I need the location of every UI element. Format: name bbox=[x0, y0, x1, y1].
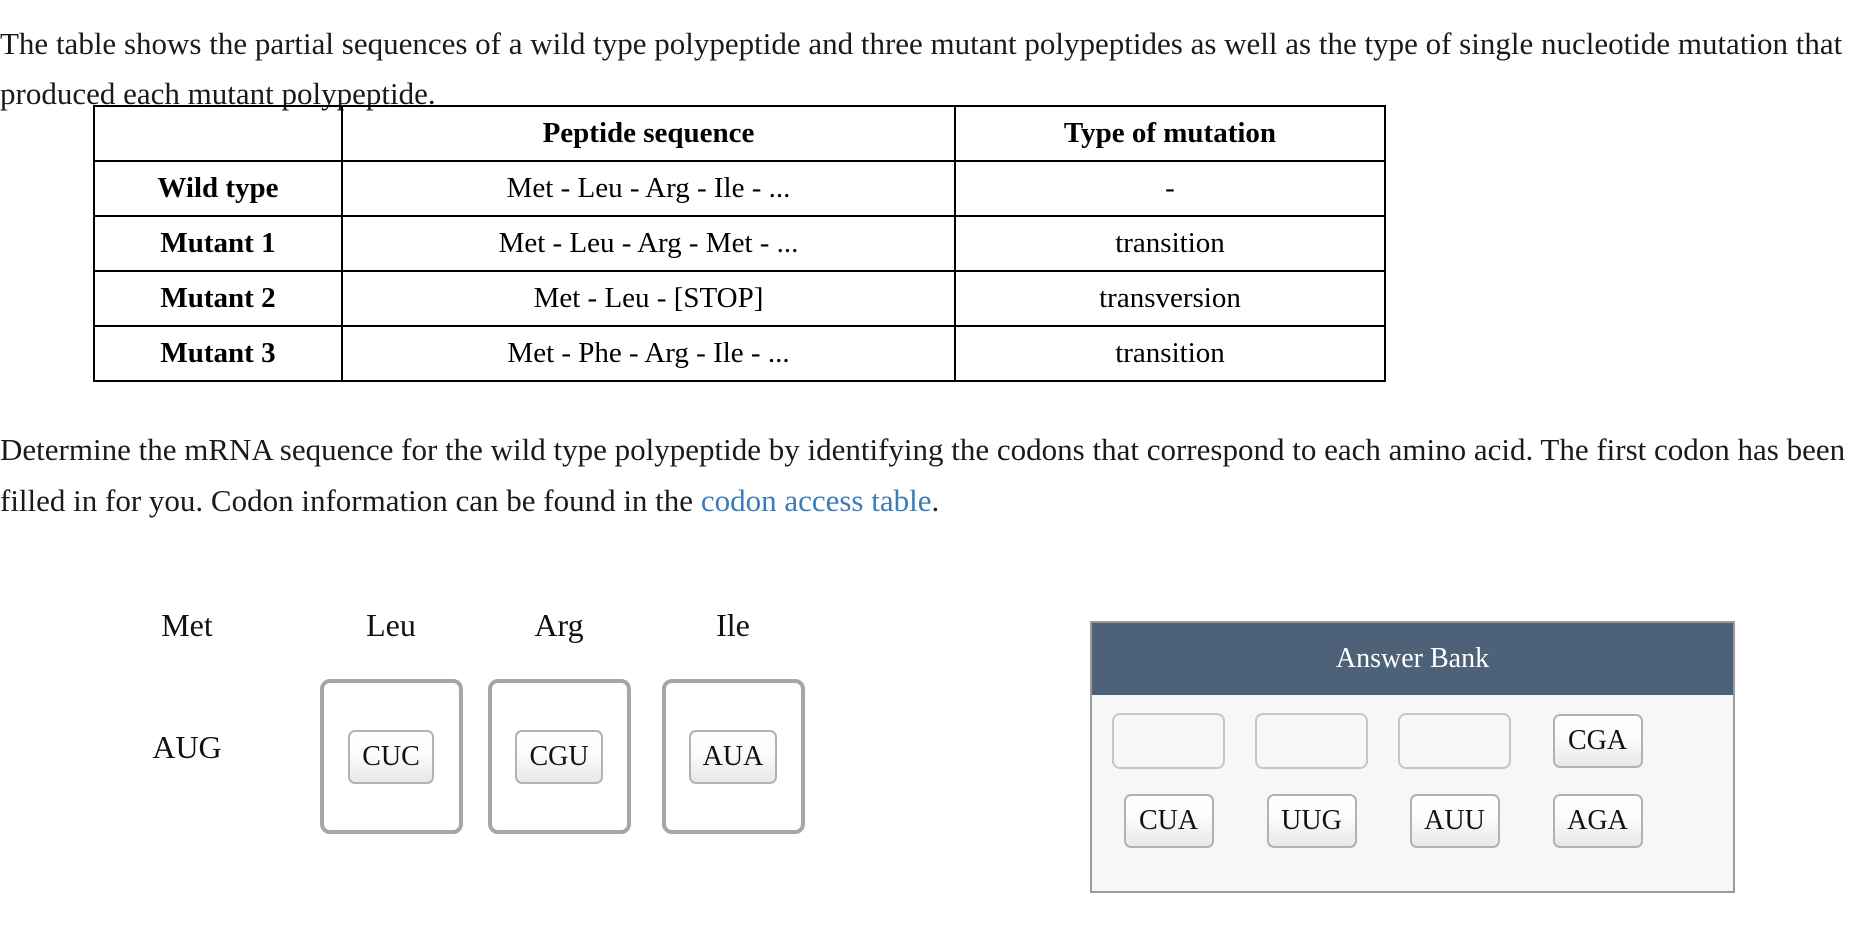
amino-acid-label-met: Met bbox=[161, 607, 213, 643]
table-row: Mutant 3 Met - Phe - Arg - Ile - ... tra… bbox=[93, 325, 1386, 382]
amino-acid-label-leu: Leu bbox=[366, 607, 416, 643]
row-sequence-mutant-1: Met - Leu - Arg - Met - ... bbox=[341, 215, 956, 272]
instruction-text-before-link: Determine the mRNA sequence for the wild… bbox=[0, 432, 1846, 518]
row-mutation-wild-type: - bbox=[954, 160, 1386, 217]
table-header-type-of-mutation: Type of mutation bbox=[954, 105, 1386, 162]
row-mutation-mutant-2: transversion bbox=[954, 270, 1386, 327]
table-row: Wild type Met - Leu - Arg - Ile - ... - bbox=[93, 160, 1386, 217]
instruction-paragraph: Determine the mRNA sequence for the wild… bbox=[0, 424, 1862, 526]
codon-tile-aga[interactable]: AGA bbox=[1552, 794, 1643, 848]
row-mutation-mutant-1: transition bbox=[954, 215, 1386, 272]
codon-tile-cga[interactable]: CGA bbox=[1552, 714, 1643, 768]
answer-bank-title: Answer Bank bbox=[1092, 623, 1733, 695]
row-mutation-mutant-3: transition bbox=[954, 325, 1386, 382]
row-label-wild-type: Wild type bbox=[93, 160, 343, 217]
answer-bank-empty-slot-1[interactable] bbox=[1112, 713, 1225, 769]
answer-bank-slot-cua[interactable]: CUA bbox=[1112, 793, 1225, 849]
codon-matching-area: Met AUG Leu CUC Arg CGU Ile AUA bbox=[0, 605, 1060, 915]
table-row: Mutant 1 Met - Leu - Arg - Met - ... tra… bbox=[93, 215, 1386, 272]
row-label-mutant-2: Mutant 2 bbox=[93, 270, 343, 327]
answer-bank-slot-uug[interactable]: UUG bbox=[1255, 793, 1368, 849]
amino-acid-column-leu: Leu CUC bbox=[301, 605, 481, 834]
codon-tile-aua[interactable]: AUA bbox=[688, 729, 778, 784]
answer-bank-body: CGA CUA UUG AUU AGA bbox=[1092, 695, 1733, 849]
amino-acid-label-ile: Ile bbox=[716, 607, 750, 643]
amino-acid-column-ile: Ile AUA bbox=[643, 605, 823, 834]
answer-bank-panel: Answer Bank CGA CUA UUG AUU AGA bbox=[1090, 621, 1735, 893]
codon-tile-cuc[interactable]: CUC bbox=[348, 729, 434, 784]
codon-tile-cgu[interactable]: CGU bbox=[515, 729, 603, 784]
table-corner-cell bbox=[93, 105, 343, 162]
dropzone-leu[interactable]: CUC bbox=[319, 679, 463, 834]
codon-tile-uug[interactable]: UUG bbox=[1266, 794, 1357, 848]
intro-paragraph: The table shows the partial sequences of… bbox=[0, 26, 1843, 111]
codon-tile-cua[interactable]: CUA bbox=[1123, 794, 1214, 848]
dropzone-arg[interactable]: CGU bbox=[487, 679, 631, 834]
answer-bank-slot-aga[interactable]: AGA bbox=[1541, 793, 1654, 849]
answer-bank-empty-slot-2[interactable] bbox=[1255, 713, 1368, 769]
answer-bank-slot-auu[interactable]: AUU bbox=[1398, 793, 1511, 849]
row-sequence-mutant-3: Met - Phe - Arg - Ile - ... bbox=[341, 325, 956, 382]
row-sequence-wild-type: Met - Leu - Arg - Ile - ... bbox=[341, 160, 956, 217]
row-sequence-mutant-2: Met - Leu - [STOP] bbox=[341, 270, 956, 327]
table-header-row: Peptide sequence Type of mutation bbox=[93, 105, 1386, 162]
answer-bank-row: CGA bbox=[1112, 713, 1713, 769]
answer-bank-row: CUA UUG AUU AGA bbox=[1112, 793, 1713, 849]
table-row: Mutant 2 Met - Leu - [STOP] transversion bbox=[93, 270, 1386, 327]
answer-bank-slot-cga[interactable]: CGA bbox=[1541, 713, 1654, 769]
fixed-codon-met: AUG bbox=[152, 729, 222, 765]
row-label-mutant-1: Mutant 1 bbox=[93, 215, 343, 272]
answer-bank-empty-slot-3[interactable] bbox=[1398, 713, 1511, 769]
table-header-peptide-sequence: Peptide sequence bbox=[341, 105, 956, 162]
row-label-mutant-3: Mutant 3 bbox=[93, 325, 343, 382]
instruction-text-after-link: . bbox=[931, 483, 940, 518]
codon-tile-auu[interactable]: AUU bbox=[1409, 794, 1500, 848]
amino-acid-label-arg: Arg bbox=[534, 607, 584, 643]
amino-acid-column-met: Met AUG bbox=[97, 605, 277, 767]
dropzone-ile[interactable]: AUA bbox=[661, 679, 805, 834]
mutation-table: Peptide sequence Type of mutation Wild t… bbox=[93, 105, 1386, 382]
codon-access-table-link[interactable]: codon access table bbox=[700, 483, 932, 518]
amino-acid-column-arg: Arg CGU bbox=[469, 605, 649, 834]
